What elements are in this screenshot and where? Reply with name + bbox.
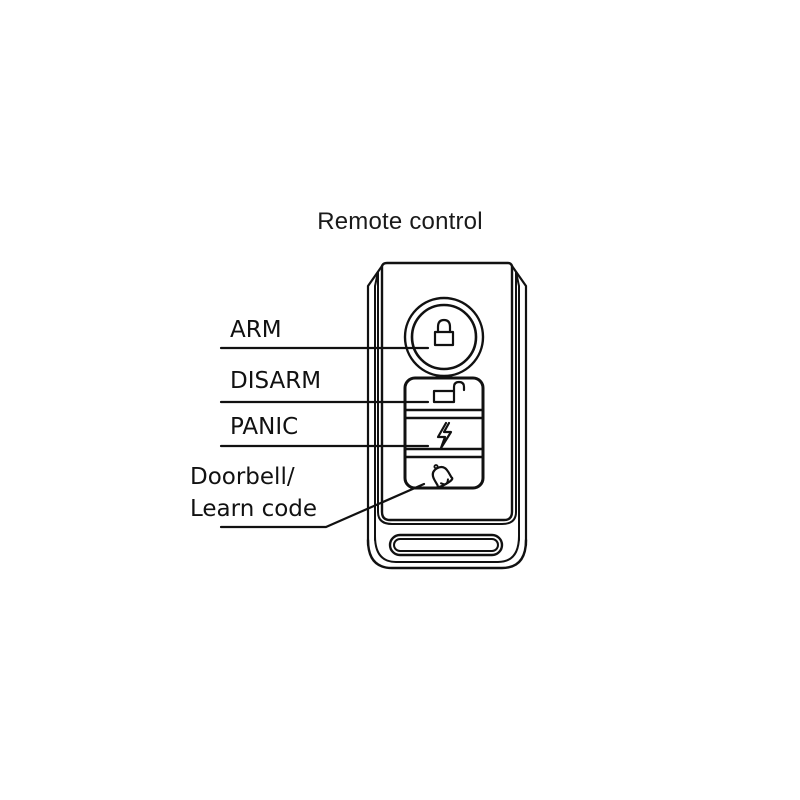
unlock-icon: [432, 380, 466, 404]
remote-body: [366, 261, 528, 570]
label-disarm: DISARM: [230, 368, 322, 394]
lightning-icon: [436, 421, 453, 450]
panic-button[interactable]: [436, 421, 453, 450]
arm-button[interactable]: [403, 296, 485, 378]
label-panic: PANIC: [230, 414, 299, 440]
label-doorbell: Doorbell/: [190, 464, 295, 490]
leader-lines: [219, 346, 430, 529]
button-group: [403, 376, 485, 490]
diagram-title: Remote control: [317, 208, 483, 235]
label-learn-code: Learn code: [190, 496, 318, 522]
label-arm: ARM: [230, 317, 282, 343]
doorbell-button[interactable]: [428, 461, 454, 488]
leader-doorbell: [219, 482, 426, 529]
bottom-slot: [388, 533, 504, 557]
lock-icon: [433, 318, 455, 347]
bell-icon: [431, 464, 454, 488]
disarm-button[interactable]: [432, 380, 466, 404]
